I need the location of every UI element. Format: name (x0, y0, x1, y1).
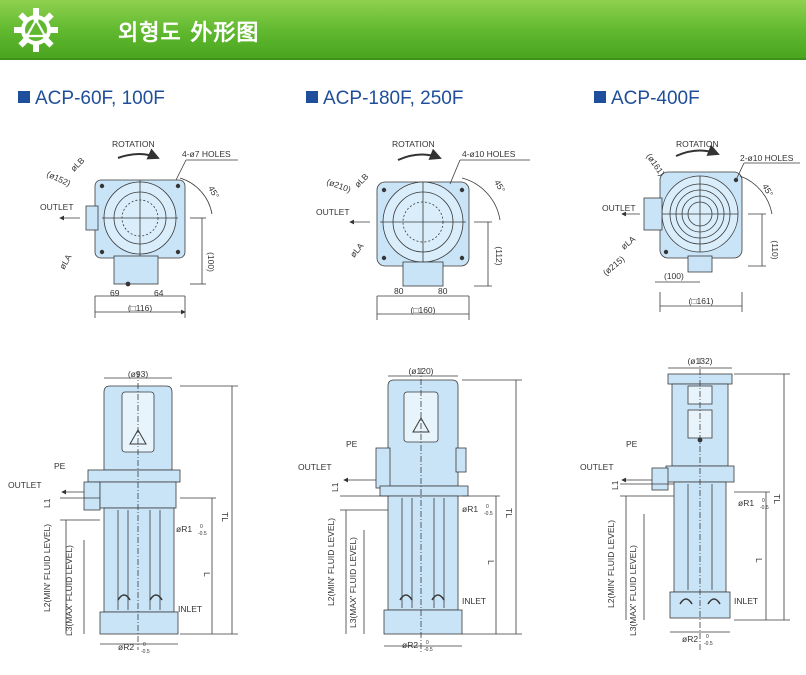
diameter-label: (ø132) (687, 356, 712, 366)
right-width-label: 80 (438, 286, 448, 296)
side-view-3 (620, 358, 790, 650)
tl-label: TL (220, 512, 230, 522)
l3-label: L3(MAX' FLUID LEVEL) (348, 537, 358, 628)
l2-label: L2(MIN' FLUID LEVEL) (606, 520, 616, 608)
square-bullet-icon (594, 91, 606, 103)
holes-label: 4-ø7 HOLES (182, 149, 231, 159)
side-view-2 (340, 368, 522, 652)
l2-label: L2(MIN' FLUID LEVEL) (326, 518, 336, 606)
outlet-label: OUTLET (602, 203, 636, 213)
outlet-label: OUTLET (40, 202, 74, 212)
model-heading-1: ACP-60F, 100F (18, 88, 165, 110)
square-label: (□116) (128, 303, 153, 313)
holes-label: 2-ø10 HOLES (740, 153, 794, 163)
r2-tol-down: -0.5 (424, 647, 433, 653)
side-view-1-labels: (ø93) PE OUTLET L1 TL L øR1 0 -0.5 INLET… (8, 369, 230, 655)
l1-label: L1 (42, 498, 52, 508)
lb-label: øLB (68, 155, 86, 173)
model-name: ACP-60F, 100F (35, 88, 165, 109)
left-width-label: 69 (110, 288, 120, 298)
model-name: ACP-400F (611, 88, 700, 109)
pcd-label: (ø210) (325, 176, 352, 194)
square-label: (□161) (689, 296, 714, 306)
angle-label: 45° (492, 178, 507, 194)
lb-label: (ø161) (644, 151, 667, 177)
lb-label: øLB (352, 171, 370, 189)
tl-label: TL (772, 494, 782, 504)
inlet-label: INLET (734, 596, 758, 606)
right-width-label: 64 (154, 288, 164, 298)
angle-label: 45° (206, 184, 221, 200)
r2-label: øR2 (118, 642, 134, 652)
pe-label: PE (54, 461, 66, 471)
r1-tol-up: 0 (762, 498, 765, 504)
l1-label: L1 (610, 480, 620, 490)
pe-label: PE (346, 439, 358, 449)
holes-label: 4-ø10 HOLES (462, 149, 516, 159)
r1-tol-down: -0.5 (198, 531, 207, 537)
r2-tol-up: 0 (143, 642, 146, 648)
outlet-label: OUTLET (580, 462, 614, 472)
r1-tol-down: -0.5 (484, 511, 493, 517)
left-width-label: (100) (664, 271, 684, 281)
height-label: (112) (494, 246, 504, 265)
inlet-label: INLET (178, 604, 202, 614)
header-banner: 외형도 外形图 (0, 0, 806, 60)
height-label: (100) (206, 252, 216, 272)
l2-label: L2(MIN' FLUID LEVEL) (42, 524, 52, 612)
diameter-label: (ø120) (408, 366, 433, 376)
r2-tol-down: -0.5 (704, 641, 713, 647)
r2-tol-up: 0 (706, 634, 709, 640)
left-width-label: 80 (394, 286, 404, 296)
r1-tol-up: 0 (486, 504, 489, 510)
r2-tol-down: -0.5 (141, 649, 150, 655)
r1-label: øR1 (176, 524, 192, 534)
outlet-label: OUTLET (316, 207, 350, 217)
r1-label: øR1 (462, 504, 478, 514)
l3-label: L3(MAX' FLUID LEVEL) (64, 545, 74, 636)
height-label: (110) (770, 240, 780, 259)
side-view-3-labels: (ø132) PE OUTLET L1 TL L øR1 0 -0.5 INLE… (580, 356, 782, 647)
outlet-label: OUTLET (298, 462, 332, 472)
la-label: øLA (619, 234, 638, 252)
square-bullet-icon (18, 91, 30, 103)
pcd-label: (ø215) (601, 254, 627, 278)
gear-logo-icon (14, 8, 58, 52)
rotation-label: ROTATION (676, 139, 719, 149)
inlet-label: INLET (462, 596, 486, 606)
model-heading-3: ACP-400F (594, 88, 700, 110)
l1-label: L1 (330, 482, 340, 492)
l-label: L (202, 572, 212, 577)
model-heading-2: ACP-180F, 250F (306, 88, 463, 110)
page-title: 외형도 外形图 (118, 21, 260, 46)
r2-tol-up: 0 (426, 640, 429, 646)
square-label: (□160) (411, 305, 436, 315)
r1-label: øR1 (738, 498, 754, 508)
top-view-3 (621, 144, 800, 312)
model-name: ACP-180F, 250F (323, 88, 464, 109)
top-view-2 (349, 148, 530, 320)
r1-tol-down: -0.5 (760, 505, 769, 511)
diameter-label: (ø93) (128, 369, 148, 379)
side-view-1 (60, 372, 238, 650)
pe-label: PE (626, 439, 638, 449)
pcd-label: (ø152) (45, 169, 72, 189)
tl-label: TL (504, 508, 514, 518)
l3-label: L3(MAX' FLUID LEVEL) (628, 545, 638, 636)
angle-label: 45° (760, 182, 775, 198)
l-label: L (486, 560, 496, 565)
square-bullet-icon (306, 91, 318, 103)
r1-tol-up: 0 (200, 524, 203, 530)
side-view-2-labels: (ø120) PE OUTLET L1 TL L øR1 0 -0.5 INLE… (298, 366, 514, 653)
la-label: øLA (348, 241, 366, 260)
r2-label: øR2 (402, 640, 418, 650)
outlet-label: OUTLET (8, 480, 42, 490)
l-label: L (754, 558, 764, 563)
la-label: øLA (57, 252, 74, 271)
top-view-1 (59, 148, 238, 318)
rotation-label: ROTATION (392, 139, 435, 149)
r2-label: øR2 (682, 634, 698, 644)
rotation-label: ROTATION (112, 139, 155, 149)
